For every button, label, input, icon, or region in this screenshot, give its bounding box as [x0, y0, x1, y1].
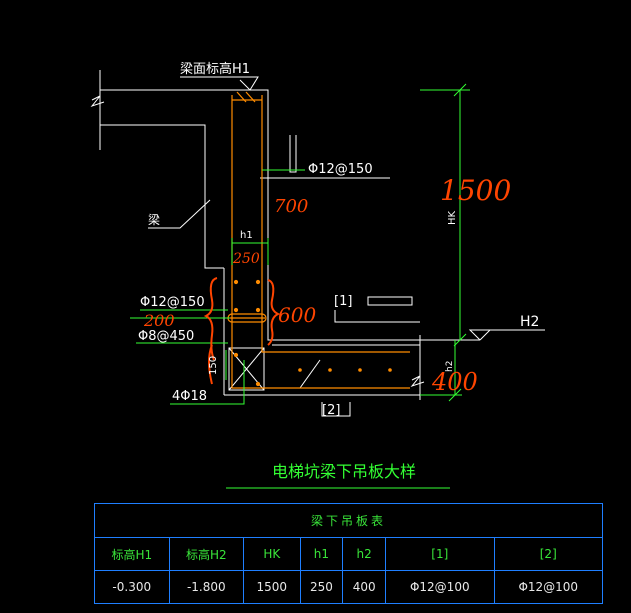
h1-label: h1	[240, 230, 253, 241]
value-cell: Φ12@100	[493, 570, 604, 604]
concrete-outline	[90, 70, 545, 417]
value-cell: -1.800	[168, 570, 245, 604]
table-header-row: 标高H1 标高H2 HK h1 h2 [1] [2]	[94, 537, 604, 571]
rebar-group	[227, 91, 410, 389]
hw-250: 250	[232, 251, 260, 267]
value-cell: Φ12@100	[385, 570, 495, 604]
value-cell: 400	[342, 570, 387, 604]
stirrup-label: Φ8@450	[138, 329, 194, 344]
table-row: -0.300 -1.800 1500 250 400 Φ12@100 Φ12@1…	[94, 570, 604, 604]
hw-200: 200	[143, 311, 175, 330]
header-cell: HK	[243, 537, 301, 571]
header-cell: 标高H2	[168, 537, 245, 571]
value-cell: -0.300	[94, 570, 170, 604]
hw-1500: 1500	[440, 174, 511, 207]
header-cell: h2	[342, 537, 387, 571]
bar-left-label: Φ12@150	[140, 295, 205, 310]
value-cell: 1500	[243, 570, 301, 604]
header-cell: h1	[299, 537, 344, 571]
text-labels: 梁面标高H1 梁 Φ12@150 h1 Φ12@150 Φ8@450 4Φ18 …	[138, 61, 539, 418]
hw-700: 700	[274, 196, 308, 217]
hk-vertical-label: HK	[447, 210, 458, 225]
handwritten-numbers: 700 1500 250 600 200 400	[143, 174, 511, 396]
value-cell: 250	[299, 570, 344, 604]
bars-bottom-label: 4Φ18	[172, 389, 207, 404]
mark-2-label: [2]	[322, 403, 340, 418]
beam-top-label: 梁面标高H1	[180, 61, 250, 77]
h2-level-label: H2	[520, 314, 539, 330]
header-cell: 标高H1	[94, 537, 170, 571]
table-title: 梁下吊板表	[94, 503, 603, 538]
header-cell: [1]	[385, 537, 495, 571]
dimension-group	[130, 83, 470, 405]
handwritten-markup	[203, 277, 281, 385]
drawing-title: 电梯坑梁下吊板大样	[272, 462, 416, 481]
beam-label: 梁	[148, 212, 160, 227]
hw-400: 400	[431, 368, 478, 396]
bar-top-label: Φ12@150	[308, 162, 373, 177]
hw-600: 600	[278, 303, 316, 327]
mark-1-label: [1]	[334, 294, 352, 309]
header-cell: [2]	[493, 537, 604, 571]
dim-150-label: 150	[208, 356, 219, 375]
schedule-table: 梁下吊板表 标高H1 标高H2 HK h1 h2 [1] [2] -0.300 …	[94, 503, 604, 604]
h2-vertical-label: h2	[445, 361, 455, 372]
